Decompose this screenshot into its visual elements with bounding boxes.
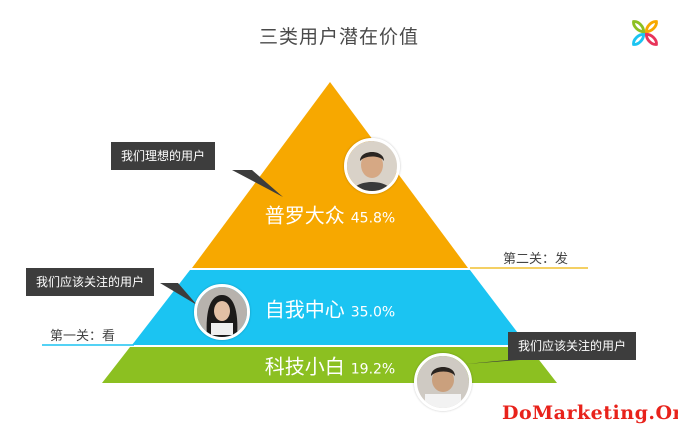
bottom-layer-percent: 19.2% <box>350 361 396 378</box>
top-layer-label: 普罗大众 45.8% <box>265 200 395 229</box>
callout-focus-users-middle: 我们应该关注的用户 <box>26 268 155 296</box>
user-photo-icon <box>347 141 397 191</box>
avatar-top-user <box>344 138 400 194</box>
callout-middle-pointer <box>160 283 197 305</box>
brand-logo-icon <box>632 20 658 46</box>
avatar-middle-user <box>194 284 250 340</box>
callout-top-pointer <box>232 170 283 197</box>
bottom-layer-name: 科技小白 <box>264 354 345 379</box>
pyramid-top-layer <box>192 82 468 268</box>
top-layer-percent: 45.8% <box>350 210 396 227</box>
avatar-bottom-user <box>414 353 472 411</box>
middle-layer-percent: 35.0% <box>350 304 396 321</box>
watermark-logo: DoMarketing.Org <box>502 402 678 424</box>
user-photo-icon <box>197 287 247 337</box>
first-gate-label: 第一关：看 <box>50 329 116 344</box>
user-photo-icon <box>417 356 469 408</box>
middle-layer-name: 自我中心 <box>264 297 345 322</box>
top-layer-name: 普罗大众 <box>264 203 345 228</box>
page-title: 三类用户潜在价值 <box>258 26 419 48</box>
middle-layer-label: 自我中心 35.0% <box>265 294 395 323</box>
bottom-layer-label: 科技小白 19.2% <box>265 351 395 380</box>
second-gate-label: 第二关：发 <box>503 252 569 267</box>
callout-focus-users-bottom: 我们应该关注的用户 <box>508 332 637 360</box>
callout-ideal-users: 我们理想的用户 <box>111 142 216 170</box>
